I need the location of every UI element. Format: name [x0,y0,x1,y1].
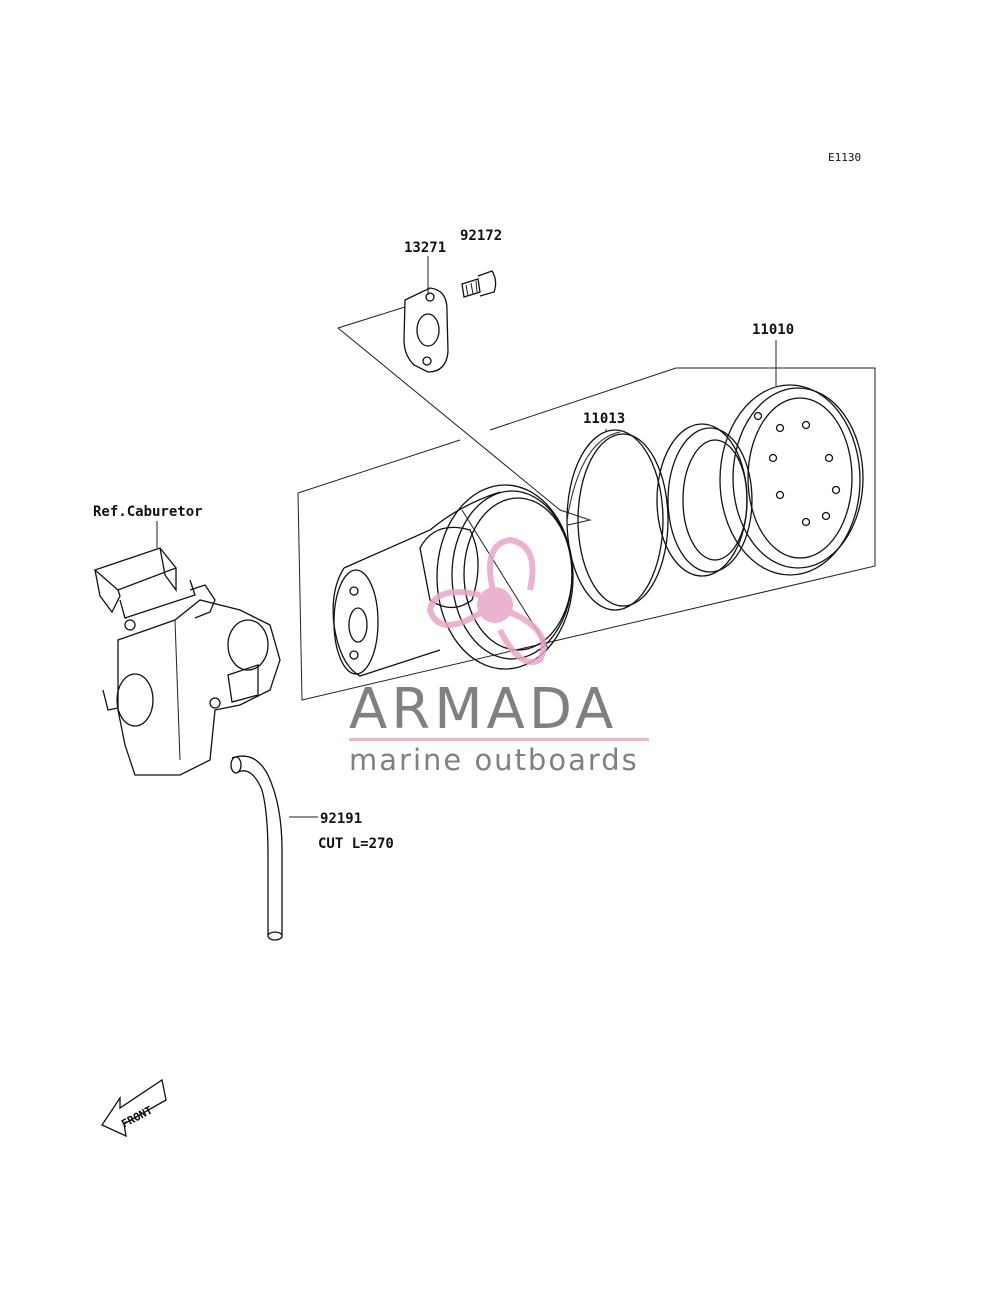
front-arrow-icon: FRONT [101,1078,167,1138]
label-hose-note: CUT L=270 [318,836,394,852]
label-92191: 92191 [320,811,362,827]
watermark-brand: ARMADA [349,677,617,742]
front-label: FRONT [119,1103,155,1130]
label-11013: 11013 [583,411,625,427]
hose-92191 [230,755,283,941]
propeller-icon [426,536,547,665]
diagram-code: E1130 [828,151,861,164]
gasket-13271 [403,287,449,373]
watermark-tagline: marine outboards [349,743,639,777]
label-92172: 92172 [460,228,502,244]
element-11013 [566,429,669,611]
carburetor [93,547,281,776]
cover-11010 [719,384,864,576]
assembly-frame [297,306,876,701]
label-13271: 13271 [404,240,446,256]
bolt-92172 [461,270,497,298]
label-ref-carburetor: Ref.Caburetor [93,504,203,520]
label-11010: 11010 [752,322,794,338]
watermark-divider [349,738,649,741]
propeller-hub [477,587,513,623]
armada-watermark: ARMADA marine outboards [349,536,649,777]
filter-ring [656,423,753,577]
air-cleaner-body [332,484,574,677]
